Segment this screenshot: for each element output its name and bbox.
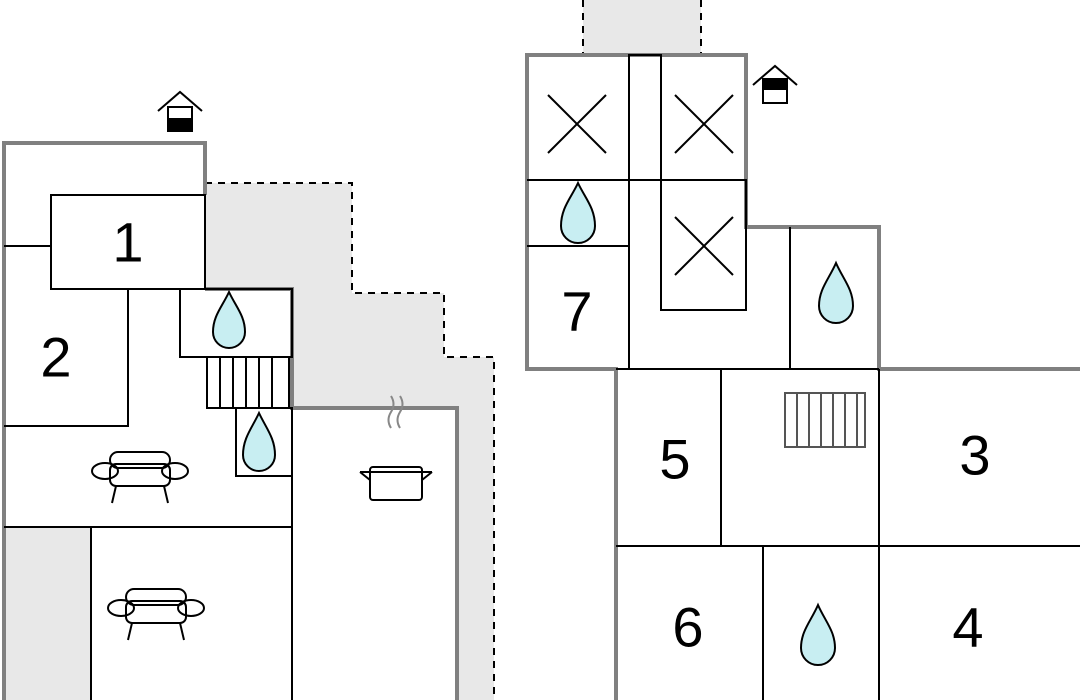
outer-walls-right [525, 53, 1080, 700]
terrace-top [582, 0, 702, 55]
room-number-2: 2 [40, 326, 71, 389]
staircase-icon [206, 356, 290, 409]
water-drop-icon [241, 410, 277, 472]
water-drop-icon [211, 289, 247, 349]
terrace-bottom-left [3, 527, 91, 700]
room-number-7: 7 [561, 280, 592, 343]
staircase-icon [784, 392, 866, 448]
sofa-icon [107, 588, 205, 641]
cross-void-icon [547, 94, 607, 154]
house-entrance-icon [157, 90, 203, 132]
cross-void-icon [674, 94, 734, 154]
cross-void-icon [674, 216, 734, 276]
terrace-right [205, 182, 495, 700]
room-number-6: 6 [672, 596, 703, 659]
water-drop-icon [559, 180, 597, 244]
house-entrance-icon [752, 64, 798, 104]
sofa-icon [91, 451, 189, 504]
cooking-pot-icon [359, 395, 433, 501]
inner-walls-left [4, 194, 293, 700]
left-floor: 1 2 [2, 90, 495, 700]
room-number-5: 5 [659, 428, 690, 491]
water-drop-icon [799, 602, 837, 666]
room-number-4: 4 [952, 596, 983, 659]
water-drop-icon [817, 260, 855, 324]
right-floor: 7 5 3 6 4 [525, 0, 1080, 700]
room-number-3: 3 [959, 424, 990, 487]
inner-walls-right [527, 54, 1080, 700]
room-number-1: 1 [112, 211, 143, 274]
